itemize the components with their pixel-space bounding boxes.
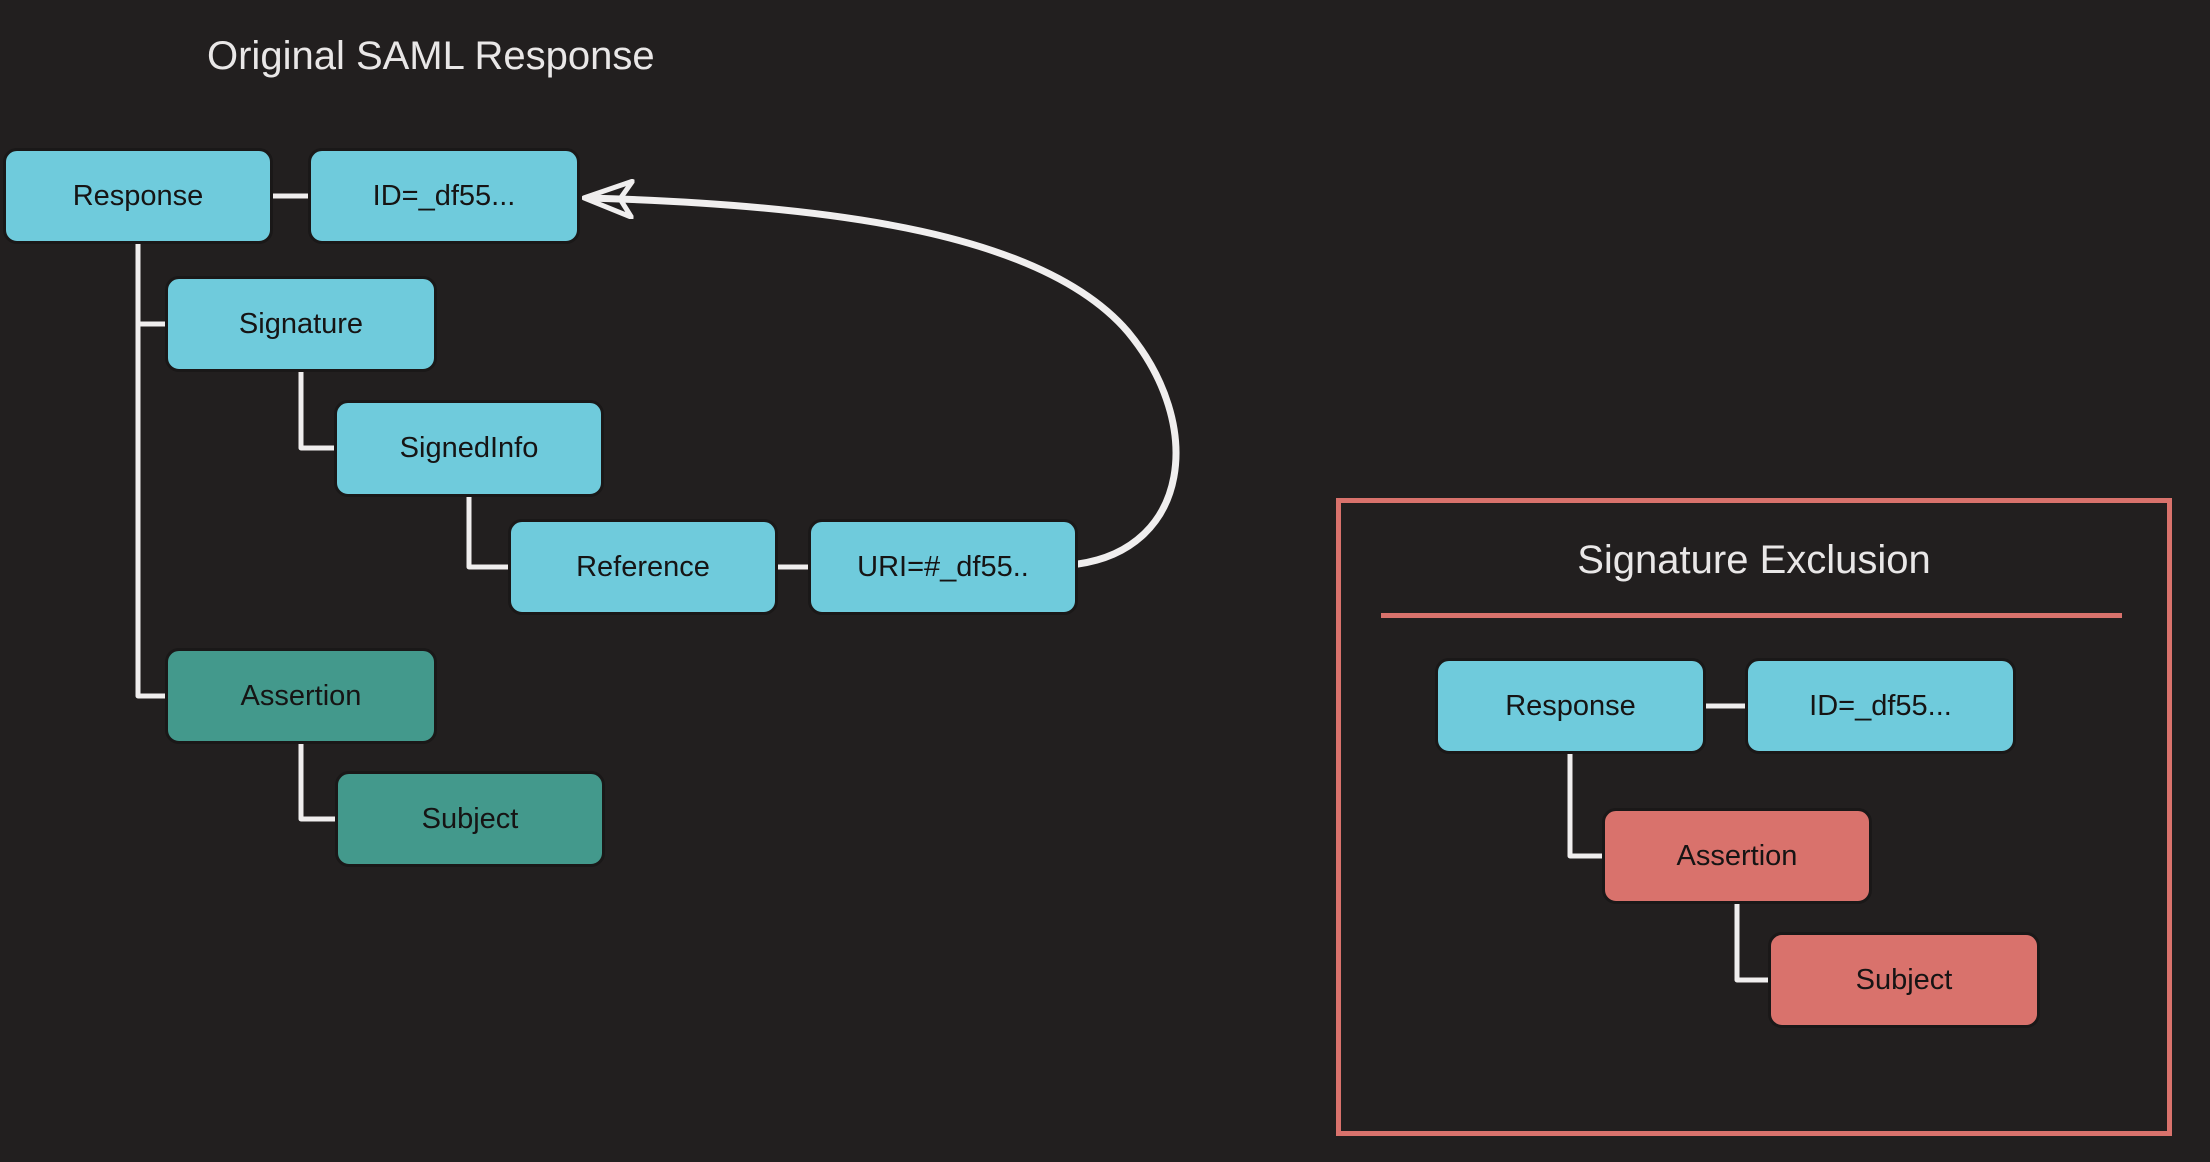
node-id-label: ID=_df55... — [372, 179, 516, 212]
node-ex-assertion-label: Assertion — [1676, 839, 1798, 872]
node-reference: Reference — [508, 519, 778, 615]
node-ex-response-label: Response — [1505, 689, 1636, 722]
node-ex-assertion: Assertion — [1602, 808, 1872, 904]
node-signature-label: Signature — [238, 307, 364, 340]
node-assertion: Assertion — [165, 648, 437, 744]
signature-exclusion-divider — [1381, 613, 2122, 618]
node-ex-response: Response — [1435, 658, 1706, 754]
node-signedinfo-label: SignedInfo — [399, 432, 539, 464]
node-ex-id-label: ID=_df55... — [1809, 689, 1952, 722]
node-ex-subject-label: Subject — [1855, 963, 1953, 996]
original-diagram-title: Original SAML Response — [207, 34, 655, 78]
connector-signature-signedinfo — [298, 369, 337, 451]
connector-assertion-subject — [298, 741, 338, 822]
connector-ex-response-assertion — [1567, 751, 1605, 859]
signature-exclusion-box — [1336, 498, 2172, 1136]
node-ex-subject: Subject — [1768, 932, 2040, 1028]
node-response: Response — [3, 148, 273, 244]
node-uri-label: URI=#_df55.. — [857, 550, 1029, 583]
node-uri: URI=#_df55.. — [808, 519, 1078, 615]
node-signature: Signature — [165, 276, 437, 372]
signature-exclusion-title: Signature Exclusion — [1577, 538, 1931, 582]
node-subject-label: Subject — [421, 802, 519, 835]
node-assertion-label: Assertion — [240, 679, 362, 712]
node-signedinfo: SignedInfo — [334, 400, 604, 497]
node-ex-id: ID=_df55... — [1745, 658, 2016, 754]
node-id: ID=_df55... — [308, 148, 580, 244]
node-subject: Subject — [335, 771, 605, 867]
uri-to-id-reference-arrow — [588, 198, 1180, 568]
node-response-label: Response — [72, 179, 204, 212]
node-reference-label: Reference — [576, 550, 710, 583]
connector-response-assertion — [135, 241, 168, 699]
connector-signedinfo-reference — [466, 494, 511, 570]
connector-ex-assertion-subject — [1734, 901, 1771, 983]
